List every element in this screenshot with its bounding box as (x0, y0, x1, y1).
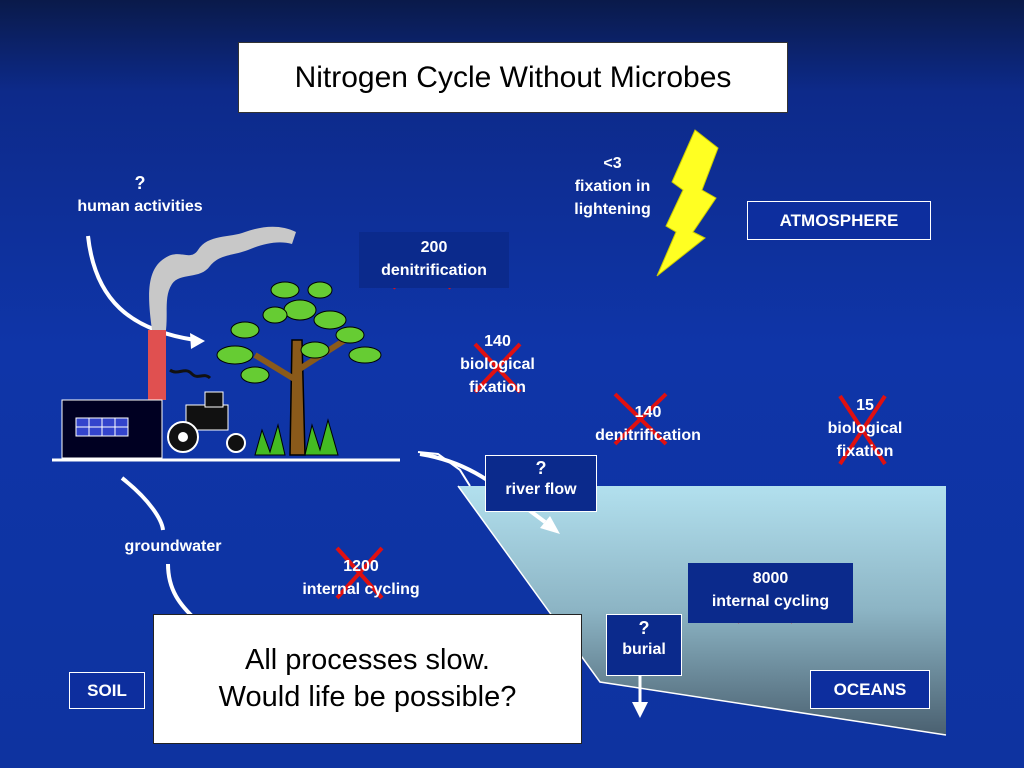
cross-mark-denitrification-ocean (613, 392, 668, 446)
cross-mark-fixation-ocean (838, 394, 887, 466)
burial-value: ? (638, 618, 650, 638)
river-flow-arrowhead (540, 516, 560, 534)
groundwater-arrow-lower (166, 563, 198, 622)
human-activities-text: human activities (77, 198, 203, 215)
chimney-icon (148, 330, 166, 400)
sea-floor-line (457, 485, 947, 736)
bio-fixation-land-label: 140 biological fixation (460, 333, 535, 396)
cross-mark-fixation-land (473, 342, 522, 394)
lightning-bolt-icon (656, 129, 719, 277)
burial-text: burial (622, 641, 666, 658)
ocean-surface-line (417, 451, 471, 487)
title-text: Nitrogen Cycle Without Microbes (294, 60, 732, 94)
river-flow-box: ? river flow (485, 455, 597, 512)
oceans-label: OCEANS (810, 670, 930, 709)
river-flow-text: river flow (505, 481, 577, 498)
groundwater-arrow-upper (120, 476, 165, 531)
groundwater-label: groundwater (124, 538, 222, 555)
human-activities-arrowhead (190, 333, 205, 349)
smoke-plume-icon (149, 226, 296, 330)
bio-fixation-ocean-label: 15 biological fixation (827, 397, 903, 460)
burial-box: ? burial (606, 614, 682, 676)
atmosphere-label: ATMOSPHERE (747, 201, 931, 240)
page-title: Nitrogen Cycle Without Microbes (238, 42, 788, 113)
human-activities-arrow (86, 235, 196, 342)
denitrification-ocean-label: 140 denitrification (595, 404, 701, 444)
river-flow-value: ? (535, 458, 547, 478)
burial-arrowhead (632, 702, 648, 718)
soil-label: SOIL (69, 672, 145, 709)
denitrification-land-box: 200 denitrification (359, 232, 509, 288)
lightning-fixation-label: <3 fixation in lightening (574, 155, 651, 218)
cross-mark-soil-cycling (335, 546, 384, 600)
ocean-internal-cycling-box: 8000 internal cycling (688, 563, 853, 623)
callout-line-1: All processes slow. (245, 644, 490, 676)
callout-line-2: Would life be possible? (218, 681, 517, 713)
question-callout: All processes slow. Would life be possib… (153, 614, 582, 744)
human-activities-label: ? human activities (55, 172, 225, 218)
soil-internal-cycling-label: 1200 internal cycling (302, 558, 420, 598)
tree-icon (216, 281, 382, 456)
human-activities-value: ? (134, 173, 146, 193)
tractor-icon (167, 368, 246, 453)
